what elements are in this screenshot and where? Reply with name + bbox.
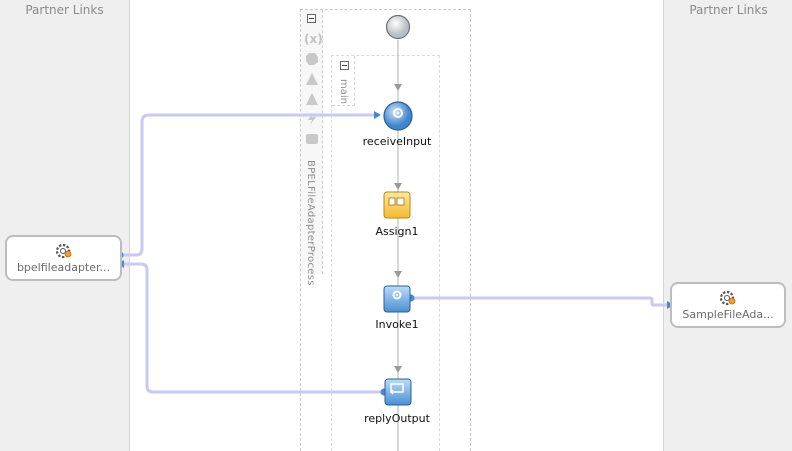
- partner-link-right[interactable]: SampleFileAda...: [670, 282, 786, 328]
- invoke-activity[interactable]: [383, 285, 411, 313]
- flow-arrow: [394, 271, 402, 278]
- link-reply-to-left: [124, 262, 387, 394]
- process-name: BPELFileAdapterProcess: [305, 160, 316, 286]
- activity-label: Invoke1: [375, 318, 419, 331]
- reply-output-activity[interactable]: [384, 378, 412, 406]
- lane-title-right: Partner Links: [689, 3, 768, 17]
- link-end-arrow: [374, 111, 381, 119]
- activity-label: replyOutput: [364, 412, 430, 425]
- partner-link-label: SampleFileAda...: [682, 308, 774, 321]
- activity-label: Assign1: [375, 225, 419, 238]
- process-collapse-button[interactable]: [307, 14, 316, 23]
- event-icon[interactable]: [304, 112, 320, 126]
- gear-icon: [55, 242, 73, 260]
- message-icon[interactable]: [304, 132, 320, 146]
- main-collapse-button[interactable]: [340, 61, 349, 70]
- partner-links-lane-left: Partner Links: [0, 0, 130, 451]
- activity-label: receiveInput: [362, 135, 432, 148]
- flow-arrow: [394, 84, 402, 91]
- receive-input-activity[interactable]: [382, 100, 414, 132]
- assign-activity[interactable]: [383, 191, 411, 219]
- fault-icon[interactable]: [304, 72, 320, 86]
- partner-link-left[interactable]: bpelfileadapter...: [5, 235, 122, 281]
- warning-icon[interactable]: [304, 92, 320, 106]
- link-invoke-to-right: [411, 296, 670, 307]
- process-scope: [300, 9, 471, 451]
- lane-title-left: Partner Links: [25, 3, 104, 17]
- link-left-to-receive: [121, 113, 375, 257]
- partner-link-label: bpelfileadapter...: [16, 261, 111, 274]
- variables-icon[interactable]: (x): [304, 32, 323, 46]
- flow-arrow: [394, 183, 402, 190]
- correlation-icon[interactable]: [304, 52, 320, 66]
- gear-icon: [719, 289, 737, 307]
- main-scope-tab: main: [332, 56, 355, 106]
- flow-arrow: [394, 366, 402, 373]
- partner-links-lane-right: Partner Links: [663, 0, 792, 451]
- main-scope-label: main: [338, 79, 349, 104]
- process-toolbar: (x) BPELFileAdapterProcess: [301, 10, 323, 286]
- main-scope: [331, 55, 440, 451]
- start-node[interactable]: [385, 14, 411, 40]
